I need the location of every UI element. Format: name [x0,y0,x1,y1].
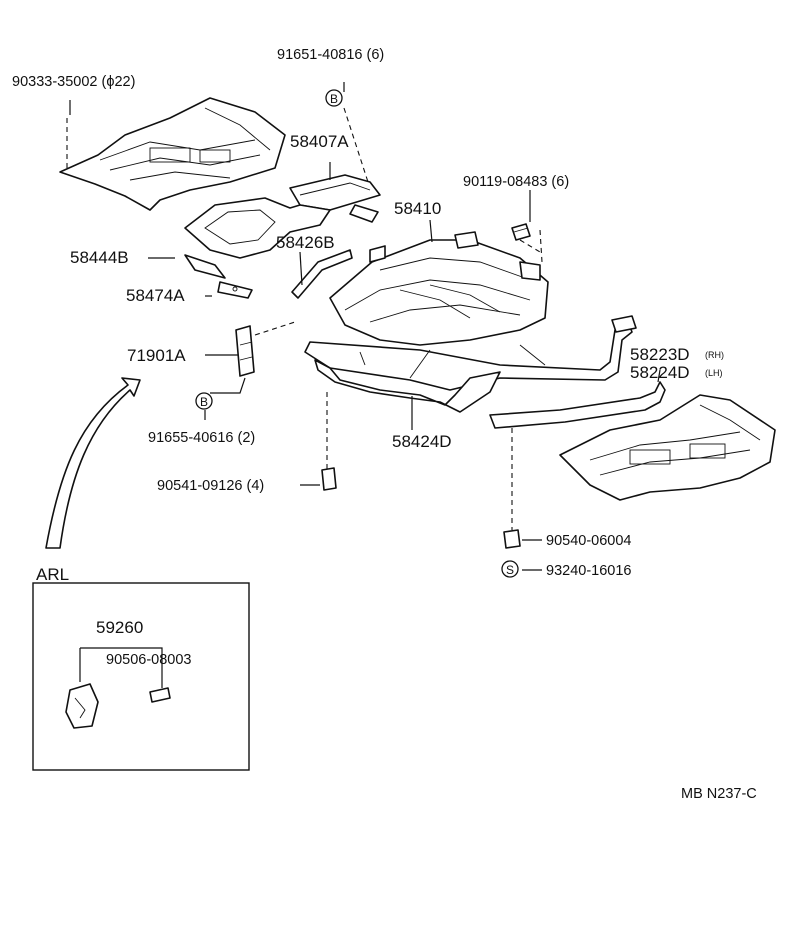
strip-58426b [291,249,353,299]
label-58474a: 58474A [126,286,185,305]
front-floor-cover [59,97,286,211]
callout-s: S [501,560,519,578]
frame-58424d [304,315,637,413]
label-58223d: 58223D [630,345,690,364]
label-90541: 90541-09126 (4) [157,478,264,494]
part-58474a [217,281,253,299]
nut-90541 [321,467,337,491]
label-58426b: 58426B [276,233,335,252]
frame-58444b [184,197,331,279]
label-58444b: 58444B [70,248,129,267]
label-93240: 93240-16016 [546,563,631,579]
leader-lines [66,82,661,571]
bolt-90119 [511,223,531,241]
screw-90506 [149,687,171,703]
label-58223d-side: (RH) [705,350,724,360]
cap-90540 [503,529,521,549]
label-58407a: 58407A [290,132,349,151]
callout-b-bottom: B [195,392,213,410]
label-90506: 90506-08003 [106,652,191,668]
label-58424d: 58424D [392,432,452,451]
label-90540: 90540-06004 [546,533,631,549]
svg-text:B: B [330,92,338,106]
label-59260: 59260 [96,618,143,637]
label-91655: 91655-40616 (2) [148,430,255,446]
label-58224d-side: (LH) [705,368,723,378]
label-arl: ARL [36,565,69,584]
label-90119: 90119-08483 (6) [463,174,569,190]
rear-floor-cover [559,394,776,501]
svg-text:B: B [200,395,208,409]
arrow-to-arl [45,377,141,549]
reference-code: MB N237-C [681,786,757,802]
label-58224d: 58224D [630,363,690,382]
main-tray-58410 [329,231,549,346]
label-71901a: 71901A [127,346,186,365]
arl-box [32,582,250,771]
label-58410: 58410 [394,199,441,218]
label-90333: 90333-35002 (ϕ22) [12,74,135,90]
svg-text:S: S [506,563,514,577]
callout-b-top: B [325,89,343,107]
strip-58223d [489,381,666,429]
label-91651: 91651-40816 (6) [277,47,384,63]
bracket-71901a [235,325,255,377]
